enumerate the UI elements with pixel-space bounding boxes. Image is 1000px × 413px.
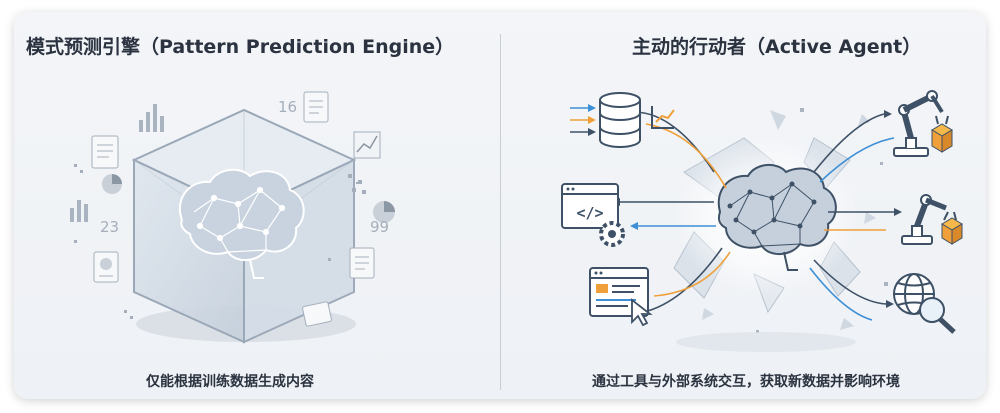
document-icon xyxy=(304,92,328,122)
bar-chart-icon xyxy=(139,104,164,132)
left-panel-title: 模式预测引擎（Pattern Prediction Engine） xyxy=(26,32,454,59)
document-icon xyxy=(350,248,374,278)
panel-divider xyxy=(500,34,501,390)
gear-icon xyxy=(601,223,623,245)
document-icon xyxy=(94,252,118,282)
pie-chart-icon xyxy=(102,174,122,194)
shadow xyxy=(676,332,856,352)
right-panel-caption: 通过工具与外部系统交互，获取新数据并影响环境 xyxy=(592,371,900,391)
number-label: 99 xyxy=(370,218,389,236)
code-glyph: </> xyxy=(576,204,603,222)
database-icon xyxy=(600,93,640,147)
bar-chart-icon xyxy=(70,200,88,222)
comparison-card: </> xyxy=(14,12,986,399)
box-icon xyxy=(942,218,962,244)
number-label: 16 xyxy=(278,98,297,116)
globe-search-icon xyxy=(894,274,954,332)
line-chart-icon xyxy=(354,132,380,158)
document-icon xyxy=(92,136,118,168)
number-label: 23 xyxy=(100,218,119,236)
right-panel-title: 主动的行动者（Active Agent） xyxy=(632,32,921,59)
left-panel-caption: 仅能根据训练数据生成内容 xyxy=(146,371,314,391)
box-icon xyxy=(932,124,952,152)
